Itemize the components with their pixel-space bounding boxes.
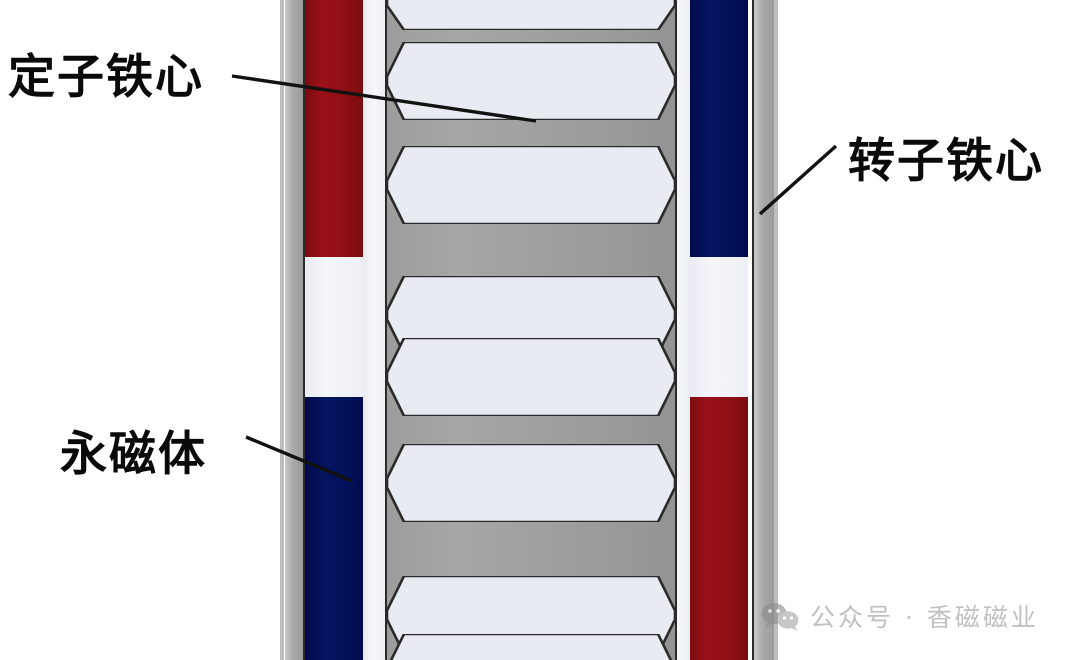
- label-permanent-magnet: 永磁体: [60, 427, 207, 482]
- label-rotor-core: 转子铁心: [848, 134, 1044, 189]
- magnet-segment-right-white: [690, 257, 748, 397]
- stator-core-body: [385, 0, 677, 660]
- stator-slot: [385, 634, 677, 660]
- stator-slot: [385, 42, 677, 120]
- stator-slot: [385, 338, 677, 416]
- housing-outline-right: [774, 0, 778, 660]
- magnet-segment-left-white: [305, 257, 363, 397]
- stator-slot: [385, 146, 677, 224]
- label-stator-core: 定子铁心: [8, 50, 204, 105]
- watermark: 公众号 · 香磁磁业: [760, 598, 1039, 634]
- housing-frame-left: [285, 0, 305, 660]
- magnet-segment-left-blue: [305, 397, 363, 660]
- housing-outline-left: [280, 0, 284, 660]
- stator-slot: [385, 276, 677, 354]
- wechat-icon: [760, 601, 800, 631]
- motor-assembly: [280, 0, 780, 660]
- stator-slot: [385, 0, 677, 30]
- housing-frame-right: [752, 0, 774, 660]
- watermark-text: 公众号 · 香磁磁业: [810, 603, 1039, 632]
- magnet-segment-left-red: [305, 0, 363, 258]
- stator-slot: [385, 444, 677, 522]
- magnet-segment-right-blue: [690, 0, 748, 258]
- magnet-segment-right-red: [690, 397, 748, 660]
- air-gap-left: [363, 0, 385, 660]
